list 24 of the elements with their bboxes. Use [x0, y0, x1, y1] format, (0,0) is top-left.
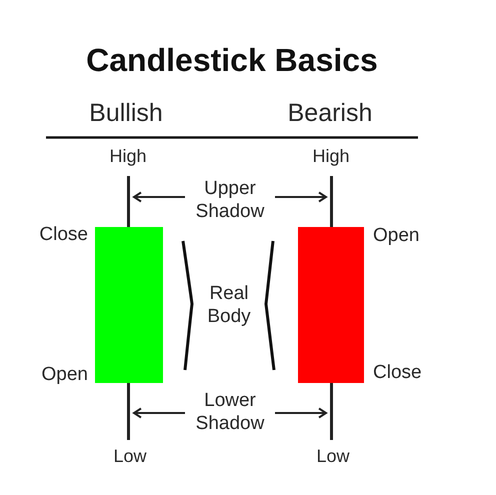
arrow [275, 192, 327, 202]
arrow [275, 408, 327, 418]
column-heading: Bearish [288, 99, 372, 127]
price-label: Open [42, 364, 88, 385]
shadow-label: Lower Shadow [189, 389, 271, 435]
shadow-label: Upper Shadow [189, 177, 271, 223]
price-label: Low [113, 446, 147, 466]
diagram-title: Candlestick Basics [86, 42, 378, 78]
annotation-label: Real Body [206, 282, 252, 328]
price-label: Open [373, 225, 420, 246]
candle-wick [330, 176, 333, 228]
price-label: Close [373, 362, 422, 383]
price-label: High [109, 146, 147, 166]
candle-wick [127, 176, 130, 228]
candle-body [95, 227, 163, 383]
candle-wick [127, 383, 130, 440]
candle-wick [330, 383, 333, 440]
arrow [133, 192, 185, 202]
price-label: Low [316, 446, 350, 466]
price-label: Close [39, 224, 88, 245]
price-label: High [312, 146, 350, 166]
column-heading: Bullish [89, 99, 163, 127]
arrow [133, 408, 185, 418]
candle-body [298, 227, 364, 383]
